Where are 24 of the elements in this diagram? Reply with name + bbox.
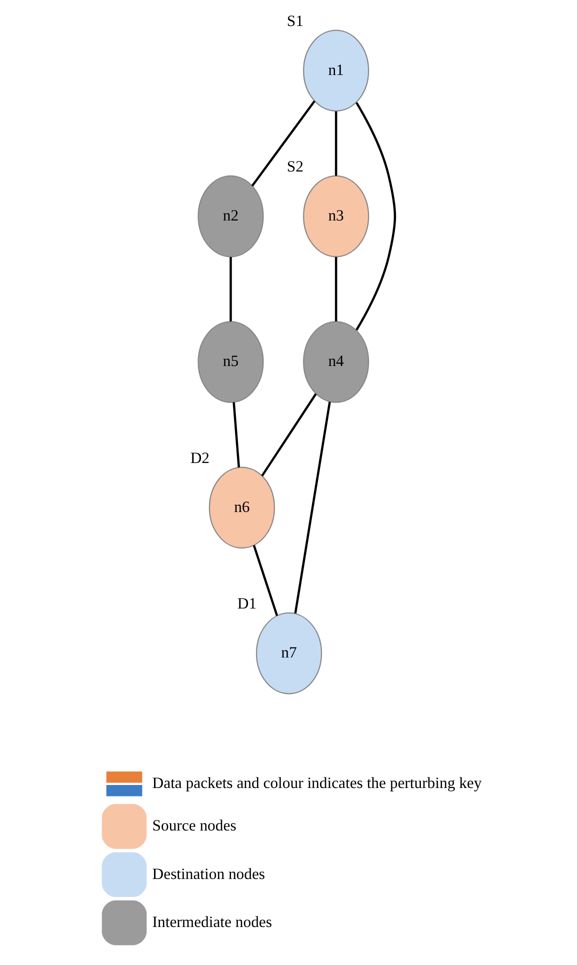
legend-label: Intermediate nodes — [152, 913, 272, 930]
connector — [252, 544, 278, 616]
node-ellipse: n6 — [208, 466, 274, 548]
node-label: D1 — [236, 595, 256, 612]
connector — [232, 402, 240, 467]
node-ellipse: n1 — [302, 29, 369, 112]
node-label: S2 — [286, 158, 303, 176]
node-label: S1 — [286, 12, 303, 30]
node-ellipse: n4 — [302, 320, 369, 402]
node-ellipse: n5 — [197, 320, 264, 402]
legend-label: Destination nodes — [152, 865, 265, 882]
connector — [229, 256, 232, 321]
legend-label: Data packets and colour indicates the perturbing key — [152, 774, 482, 792]
connector — [334, 110, 337, 176]
connector — [355, 102, 396, 330]
node-ellipse: n3 — [302, 174, 369, 257]
connector — [250, 100, 315, 186]
connector — [334, 256, 337, 321]
node-ellipse: n2 — [197, 174, 264, 257]
connector — [294, 401, 330, 613]
legend-label: Source nodes — [152, 817, 236, 834]
connector — [260, 392, 316, 476]
node-label: D2 — [190, 450, 209, 467]
node-ellipse: n7 — [255, 612, 322, 694]
